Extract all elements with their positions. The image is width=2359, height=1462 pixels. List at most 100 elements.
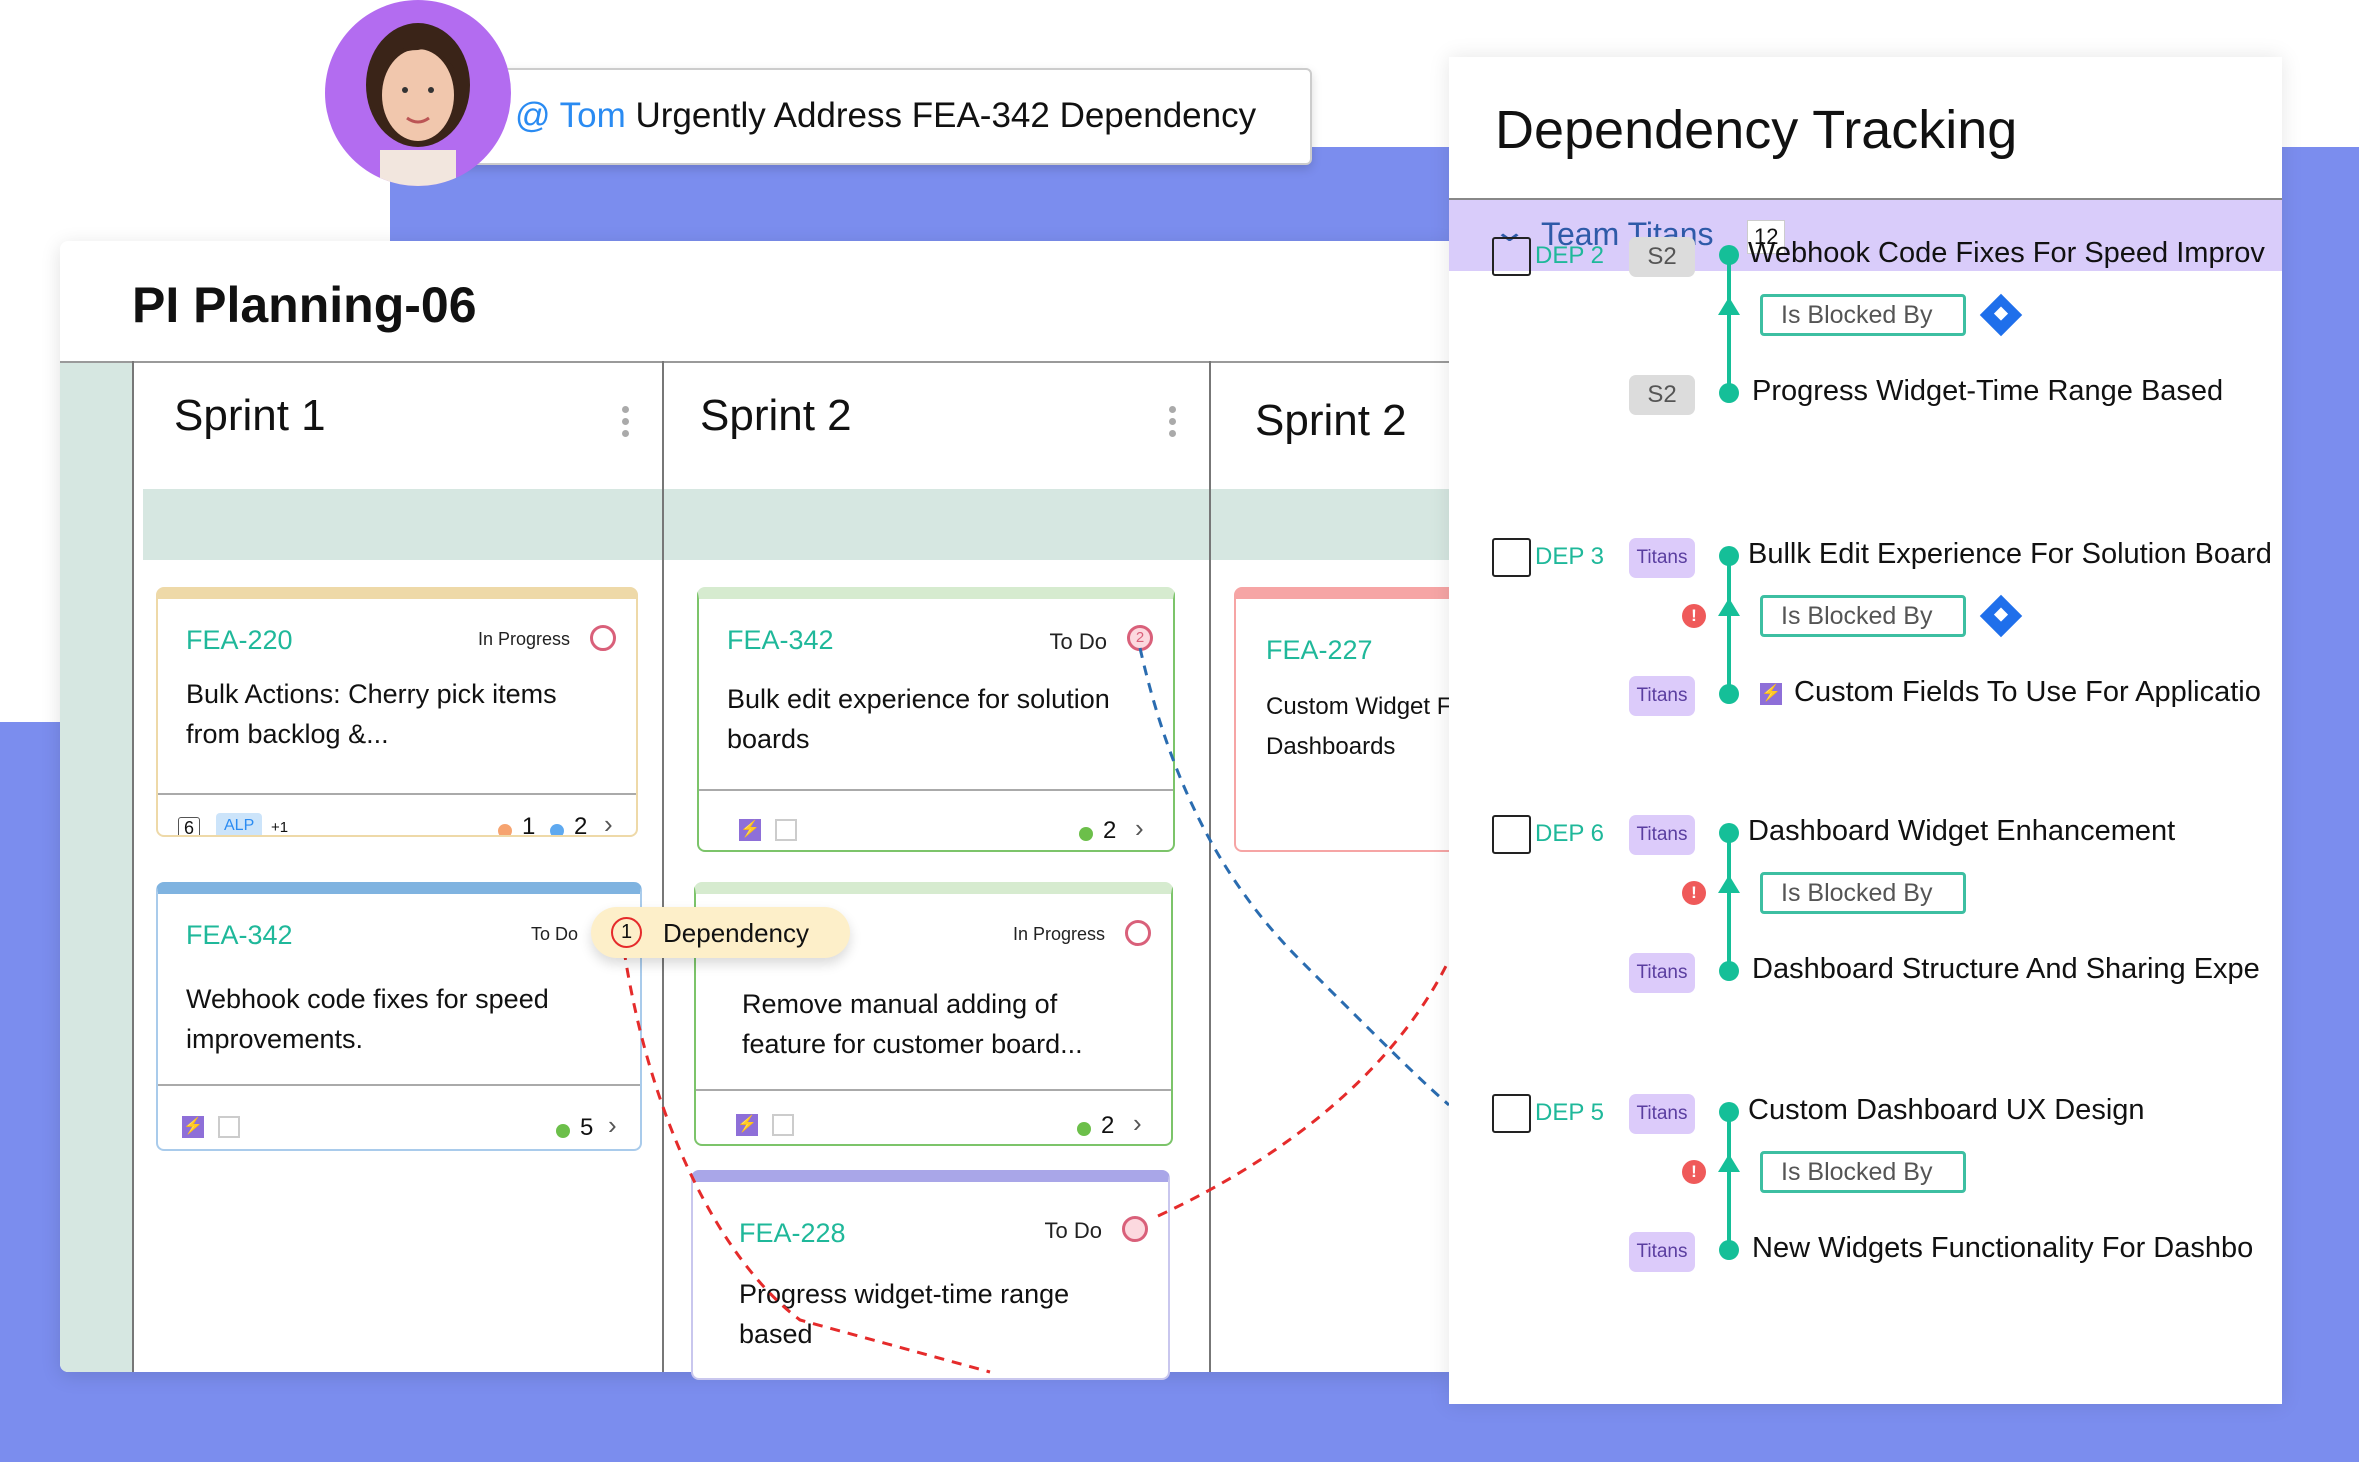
relation-label[interactable]: Is Blocked By xyxy=(1760,294,1966,336)
dependency-id[interactable]: DEP 5 xyxy=(1535,1099,1604,1126)
card-status: To Do xyxy=(530,924,578,944)
feature-card[interactable]: FEA-342 To Do Webhook code fixes for spe… xyxy=(156,882,642,1151)
card-id[interactable]: FEA-227 xyxy=(1266,635,1373,665)
dependency-id[interactable]: DEP 2 xyxy=(1535,242,1604,269)
relation-label[interactable]: Is Blocked By xyxy=(1760,872,1966,914)
row-checkbox[interactable] xyxy=(1492,815,1531,854)
timeline-line xyxy=(1727,554,1731,694)
sprint-header-2[interactable]: Sprint 2 xyxy=(700,391,852,440)
warning-icon[interactable]: ! xyxy=(1682,604,1706,628)
sprint-tag: Titans xyxy=(1629,1232,1695,1272)
blocked-item-title[interactable]: Webhook Code Fixes For Speed Improv xyxy=(1748,237,2265,269)
jira-icon[interactable] xyxy=(1979,293,2023,337)
chevron-right-icon[interactable]: › xyxy=(608,1110,617,1140)
timeline-line xyxy=(1727,253,1731,393)
dependency-row: DEP 2 S2 Webhook Code Fixes For Speed Im… xyxy=(1449,237,2282,437)
card-id[interactable]: FEA-342 xyxy=(186,920,293,950)
count: 2 xyxy=(1103,817,1117,844)
timeline-node xyxy=(1719,1240,1739,1260)
row-checkbox[interactable] xyxy=(1492,237,1531,276)
sprint-header-3[interactable]: Sprint 2 xyxy=(1255,396,1407,445)
extra-count: +1 xyxy=(271,819,289,836)
card-status: To Do xyxy=(1049,629,1107,654)
count-a: 1 xyxy=(522,813,536,837)
card-id[interactable]: FEA-228 xyxy=(739,1218,846,1248)
sprint-tag: Titans xyxy=(1629,538,1695,578)
mention-notification[interactable]: @ Tom Urgently Address FEA-342 Dependenc… xyxy=(451,68,1312,165)
card-id[interactable]: FEA-342 xyxy=(727,625,834,655)
blocking-item-title[interactable]: Custom Fields To Use For Applicatio xyxy=(1794,676,2261,708)
blocked-item-title[interactable]: Dashboard Widget Enhancement xyxy=(1748,815,2176,847)
dependency-row: DEP 3 Titans Bullk Edit Experience For S… xyxy=(1449,538,2282,738)
blocking-item-title[interactable]: Progress Widget-Time Range Based xyxy=(1752,375,2224,407)
chevron-right-icon[interactable]: › xyxy=(1135,813,1144,843)
timeline-node xyxy=(1719,684,1739,704)
team-count: 12 xyxy=(1747,220,1786,254)
status-circle-icon[interactable] xyxy=(590,625,616,651)
card-title: Progress widget-time range based xyxy=(739,1279,1070,1349)
chevron-right-icon[interactable]: › xyxy=(1133,1108,1142,1138)
sprint-header-1[interactable]: Sprint 1 xyxy=(174,391,326,440)
lightning-icon: ⚡ xyxy=(182,1116,204,1138)
sprint-menu-icon[interactable] xyxy=(622,406,630,442)
count: 5 xyxy=(580,1114,594,1141)
sprint-menu-icon[interactable] xyxy=(1169,406,1177,442)
divider xyxy=(699,789,1173,791)
dependency-tracking-panel: Dependency Tracking ⌄ Team Titans 12 DEP… xyxy=(1449,57,2282,1404)
board-gutter xyxy=(60,363,132,1372)
timeline-node xyxy=(1719,961,1739,981)
count: 2 xyxy=(1101,1112,1115,1139)
timeline-node xyxy=(1719,245,1739,265)
blocked-item-title[interactable]: Bullk Edit Experience For Solution Board xyxy=(1748,538,2272,570)
dependency-pill[interactable]: 1 Dependency xyxy=(591,907,850,958)
chevron-right-icon[interactable]: › xyxy=(604,809,613,837)
card-title: Remove manual adding of feature for cust… xyxy=(742,989,1083,1059)
checkbox[interactable] xyxy=(772,1114,794,1136)
blocked-item-title[interactable]: Custom Dashboard UX Design xyxy=(1748,1094,2145,1126)
row-checkbox[interactable] xyxy=(1492,538,1531,577)
arrow-up-icon xyxy=(1718,1154,1740,1172)
status-circle-icon[interactable] xyxy=(1122,1216,1148,1242)
green-dot-icon xyxy=(1077,1122,1091,1136)
blue-dot-icon xyxy=(550,824,564,835)
feature-card[interactable]: FEA-228 To Do Progress widget-time range… xyxy=(691,1170,1170,1380)
orange-dot-icon xyxy=(498,824,512,835)
feature-card[interactable]: FEA-220 In Progress Bulk Actions: Cherry… xyxy=(156,587,638,837)
dependency-label: Dependency xyxy=(663,918,809,948)
card-title: Custom Widget For Dashboards xyxy=(1266,693,1473,760)
blocking-item-title[interactable]: New Widgets Functionality For Dashbo xyxy=(1752,1232,2254,1264)
row-checkbox[interactable] xyxy=(1492,1094,1531,1133)
user-photo xyxy=(366,23,470,186)
status-circle-icon[interactable] xyxy=(1125,920,1151,946)
notification-text: @ Tom Urgently Address FEA-342 Dependenc… xyxy=(515,96,1256,136)
checkbox[interactable] xyxy=(775,819,797,841)
timeline-node xyxy=(1719,546,1739,566)
card-id[interactable]: FEA-220 xyxy=(186,625,293,655)
team-tag: ALP xyxy=(216,813,263,835)
dependency-count: 1 xyxy=(611,917,642,948)
relation-label[interactable]: Is Blocked By xyxy=(1760,595,1966,637)
arrow-up-icon xyxy=(1718,598,1740,616)
dependency-row: DEP 6 Titans Dashboard Widget Enhancemen… xyxy=(1449,815,2282,1015)
timeline-node xyxy=(1719,1102,1739,1122)
feature-card[interactable]: FEA-342 To Do 2 Bulk edit experience for… xyxy=(697,587,1175,852)
timeline-line xyxy=(1727,831,1731,971)
lightning-icon: ⚡ xyxy=(739,819,761,841)
chevron-down-icon[interactable]: ⌄ xyxy=(1491,215,1528,248)
card-title: Bulk Actions: Cherry pick items from bac… xyxy=(186,679,557,749)
blocking-item-title[interactable]: Dashboard Structure And Sharing Expe xyxy=(1752,953,2260,985)
dependency-id[interactable]: DEP 3 xyxy=(1535,543,1604,570)
jira-icon[interactable] xyxy=(1979,594,2023,638)
mention[interactable]: @ Tom xyxy=(515,96,626,135)
checkbox[interactable] xyxy=(218,1116,240,1138)
warning-icon[interactable]: ! xyxy=(1682,881,1706,905)
warning-icon[interactable]: ! xyxy=(1682,1160,1706,1184)
sprint-tag: S2 xyxy=(1629,375,1695,415)
card-title: Webhook code fixes for speed improvement… xyxy=(186,984,549,1054)
dependency-id[interactable]: DEP 6 xyxy=(1535,820,1604,847)
relation-label[interactable]: Is Blocked By xyxy=(1760,1151,1966,1193)
board-title: PI Planning-06 xyxy=(132,277,477,333)
panel-title: Dependency Tracking xyxy=(1495,100,2018,160)
divider xyxy=(696,1089,1171,1091)
